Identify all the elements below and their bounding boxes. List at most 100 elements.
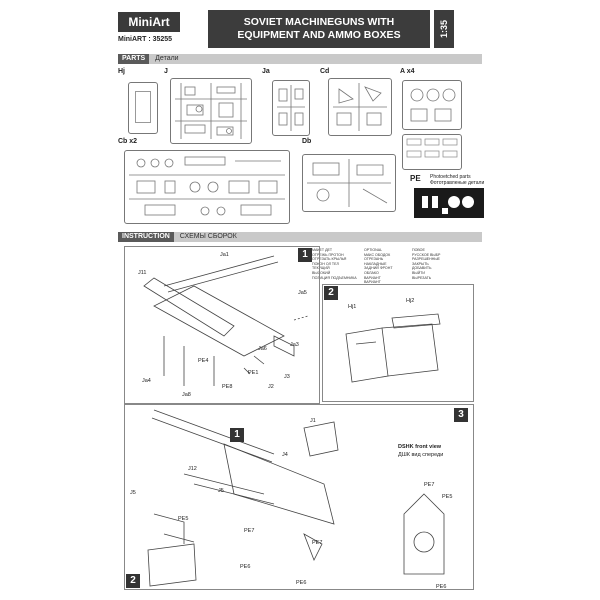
- step3-callout: J5: [130, 490, 136, 496]
- legend-item: НАКЛАДНЫЕ: [364, 261, 387, 266]
- step-3-inset-2: 2: [126, 574, 140, 588]
- parts-label: PARTS: [118, 54, 150, 64]
- sprue-a-label: A x4: [400, 68, 415, 75]
- step3-callout: PE7: [244, 528, 255, 534]
- legend-item: ЗАКРЫТЬ: [412, 261, 429, 266]
- step1-callout: Ja1: [220, 252, 229, 258]
- legend-item: ОТРЕЗАНЬ: [364, 257, 384, 262]
- legend-item: ПОВОЕ: [412, 248, 425, 252]
- pe-fret: [414, 188, 484, 218]
- step3-callout: PE6: [240, 564, 251, 570]
- instruction-label: INSTRUCTION: [118, 232, 174, 242]
- step-2-drawing: [345, 313, 441, 383]
- instruction-band: INSTRUCTION СХЕМЫ СБОРОК: [118, 232, 482, 242]
- step-3-inset-1: 1: [230, 428, 244, 442]
- step-2-frame: [322, 284, 474, 402]
- legend-item: ОТРЕЗАТЬ КРЫЛЬЯ: [312, 257, 347, 262]
- step3-callout: PE5: [442, 494, 453, 500]
- sprue-db: [302, 154, 396, 212]
- instruction-sheet: MiniArt MiniART : 35255 SOVIET MACHINEGU…: [112, 8, 488, 592]
- legend-item: РАЗРЕШЕННЫЕ: [412, 257, 440, 262]
- legend-item: МАКС ОБОДОК: [364, 252, 391, 257]
- step-3-drawing: [147, 409, 445, 587]
- sprue-j: [170, 78, 252, 144]
- sprue-cb-label: Cb x2: [118, 138, 138, 145]
- parts-band: PARTS Детали: [118, 54, 482, 64]
- step3-callout: PE6: [436, 584, 447, 590]
- sprue-ja: [272, 80, 310, 136]
- step1-callout: J3: [284, 374, 290, 380]
- legend-item: ВЫСОКИЙ: [312, 270, 331, 275]
- sprue-ja-drawing: [277, 85, 305, 131]
- legend-col-2: OPTIONAL МАКС ОБОДОК ОТРЕЗАНЬ НАКЛАДНЫЕ …: [364, 248, 393, 285]
- step-3-number: 3: [454, 408, 468, 422]
- sprue-hj-label: Hj: [118, 68, 125, 75]
- legend-item: ПОЗИЦИЯ ПОДЪЕМНИКА: [312, 275, 357, 280]
- step-1-drawing: [143, 255, 309, 386]
- sprue-cd: [328, 78, 392, 136]
- front-view-en: DSHK front view: [398, 444, 442, 450]
- sprue-hj: [128, 82, 158, 134]
- pe-fret-drawing: [422, 196, 474, 214]
- sprue-db-label: Db: [302, 138, 312, 145]
- step1-callout: PE4: [198, 358, 209, 364]
- pe-note-en: Photoetched parts: [430, 174, 471, 180]
- step3-callout: PE6: [296, 580, 307, 586]
- parts-sub: Детали: [155, 55, 179, 62]
- step1-callout: Ja5: [298, 290, 307, 296]
- step3-callout: J5: [218, 488, 224, 494]
- catalog-number: MiniART : 35255: [118, 36, 173, 43]
- step3-callout: PE7: [424, 482, 435, 488]
- legend-item: ЗАДНИЙ ФРОНТ: [364, 266, 393, 271]
- instruction-sub: СХЕМЫ СБОРОК: [179, 233, 237, 240]
- step1-callout: J2: [268, 384, 274, 390]
- step1-callout: Ja3: [290, 342, 299, 348]
- sprue-cd-drawing: [333, 83, 387, 131]
- legend-item: ВАРИАНТ: [364, 280, 381, 285]
- sprue-part: [135, 91, 151, 123]
- sprue-cb-drawing: [129, 156, 285, 216]
- sprue-a-drawing: [410, 88, 456, 122]
- legend-item: ВАРИАНТ: [364, 275, 381, 280]
- legend-item: ВЫРЕЗАТЬ: [412, 275, 432, 280]
- sprue-j-label: J: [164, 68, 168, 75]
- brand-logo: MiniArt: [118, 12, 180, 32]
- legend-item: ОБЛАКО: [364, 270, 379, 275]
- step1-callout: J11: [138, 270, 147, 276]
- legend-item: ТЕКУЩИЙ: [312, 266, 330, 271]
- legend-item: ОТРЕЖЬ ПРОТОН: [312, 252, 344, 257]
- title-line-1: SOVIET MACHINEGUNS WITH: [243, 16, 395, 28]
- title-line-2: EQUIPMENT AND AMMO BOXES: [237, 29, 401, 41]
- step1-callout: Ja6: [258, 346, 267, 352]
- legend-item: РУССКОЕ ВЫБР: [412, 252, 441, 257]
- step3-callout: PE5: [178, 516, 189, 522]
- step-1-frame: [124, 246, 320, 404]
- sprue-cb: [124, 150, 290, 224]
- step3-callout: PE7: [312, 540, 323, 546]
- step3-callout: J12: [188, 466, 197, 472]
- sprue-cd-label: Cd: [320, 68, 330, 75]
- step3-callout: J1: [310, 418, 316, 424]
- legend-item: OPTIONAL: [364, 248, 383, 252]
- step3-callout: J4: [282, 452, 288, 458]
- front-view-ru: ДШК вид спереди: [398, 452, 444, 458]
- pe-note-ru: Фототравленые детали: [430, 180, 485, 186]
- step2-callout: Hj1: [348, 304, 357, 310]
- legend-item: МАКЕТ ДЕТ: [312, 248, 333, 252]
- step2-callout: Hj2: [406, 298, 415, 304]
- legend-item: ДОБАВИТЬ: [412, 266, 432, 271]
- sprue-parts-list: [402, 134, 462, 170]
- step1-callout: PE1: [248, 370, 259, 376]
- scale-label: 1:35: [439, 20, 449, 39]
- legend-item: ПОКОН ОЛ ТЕЛ: [312, 261, 339, 266]
- sprue-a: [402, 80, 462, 130]
- legend-item: ВЫЙТИ: [412, 270, 425, 275]
- step1-callout: PE8: [222, 384, 233, 390]
- legend-col-3: ПОВОЕ РУССКОЕ ВЫБР РАЗРЕШЕННЫЕ ЗАКРЫТЬ Д…: [412, 248, 440, 280]
- step-2-number: 2: [324, 286, 338, 300]
- sprue-parts-list-drawing: [406, 138, 458, 158]
- sprue-db-drawing: [307, 159, 391, 207]
- step-3-frame: [124, 404, 474, 590]
- sprue-ja-label: Ja: [262, 68, 270, 75]
- scale-box: 1:35: [434, 10, 454, 48]
